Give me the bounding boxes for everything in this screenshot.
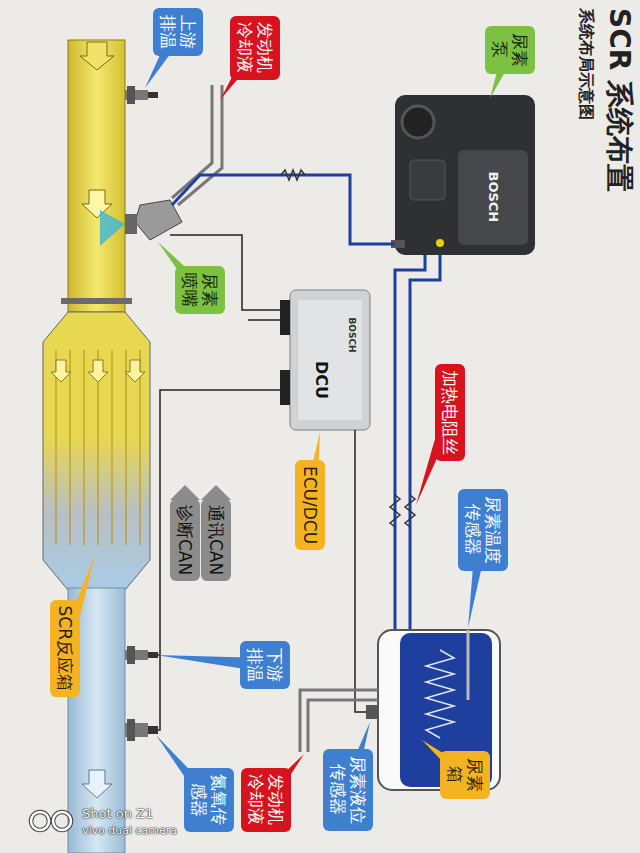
- heater-coil: [390, 495, 400, 527]
- diagram-title: SCR 系统布置: [602, 8, 636, 192]
- urea-spray: [100, 210, 125, 246]
- heater-coil: [405, 495, 415, 527]
- printed-label: BOSCH: [485, 172, 501, 223]
- callout-text: 诊断CAN: [175, 505, 195, 575]
- callout-text: ECU/DCU: [300, 466, 320, 544]
- signal-tag: 通讯CAN: [201, 499, 231, 581]
- callout-box: 发动机冷却液: [230, 16, 281, 81]
- watermark-text: vivo dual camera: [82, 824, 177, 837]
- callout-box: SCR反应箱: [50, 600, 80, 697]
- dcu-module: [280, 290, 370, 430]
- upstream-temp-sensor: [125, 86, 158, 104]
- pipe-flange: [61, 298, 132, 304]
- coolant-line: [300, 690, 378, 752]
- callout-text: 下游排温: [245, 647, 286, 683]
- callout-text: 加热电阻丝: [440, 370, 460, 455]
- callout-text: 尿素喷嘴: [180, 272, 221, 308]
- urea-pressure-line: [172, 175, 395, 244]
- callout-box: 上游排温: [153, 8, 204, 56]
- exhaust-pipe-upstream: [68, 40, 125, 312]
- watermark-text: Shot on Z1: [82, 806, 153, 822]
- callout-text: 发动机冷却液: [246, 774, 287, 827]
- callout-box: 氮氧传感器: [184, 768, 235, 833]
- watermark-ring: [31, 812, 49, 830]
- coolant-line: [308, 700, 378, 752]
- callout-box: ECU/DCU: [295, 460, 325, 550]
- watermark-ring: [53, 812, 71, 830]
- nox-sensor: [125, 719, 158, 741]
- printed-label: BOSCH: [347, 318, 358, 353]
- downstream-temp-sensor: [125, 646, 158, 664]
- flow-arrow: [80, 42, 114, 70]
- tag-arrow-tip: [170, 485, 200, 500]
- callout-box: 下游排温: [240, 641, 291, 689]
- heater-coil: [281, 170, 305, 180]
- callout-text: 尿素温度传感器: [463, 495, 504, 565]
- callout-box: 尿素温度传感器: [458, 489, 509, 571]
- callout-box: 尿素泵: [485, 26, 536, 74]
- coolant-line: [172, 85, 212, 198]
- urea-return-line: [395, 255, 425, 630]
- watermark-ring: [53, 812, 71, 830]
- callout-text: 尿素箱: [445, 757, 486, 793]
- urea-pump: [391, 95, 535, 255]
- callout-box: 加热电阻丝: [435, 364, 465, 461]
- watermark-ring: [31, 812, 49, 830]
- flow-arrow: [125, 360, 145, 382]
- scr-canister: [43, 312, 150, 590]
- callout-box: 尿素喷嘴: [175, 266, 226, 314]
- callout-box: 尿素箱: [440, 751, 491, 799]
- signal-wire: [158, 235, 366, 730]
- callout-text: 发动机冷却液: [235, 22, 276, 75]
- printed-label: 系统布局示意图: [577, 8, 596, 120]
- signal-tag: 诊断CAN: [170, 499, 200, 581]
- callout-box: 发动机冷却液: [241, 768, 292, 833]
- callout-box: 尿素液位传感器: [323, 749, 374, 831]
- catalyst-channels: [56, 350, 140, 545]
- callout-text: 通讯CAN: [206, 505, 226, 575]
- callout-text: 上游排温: [158, 14, 199, 50]
- flow-arrow: [51, 360, 71, 382]
- urea-nozzle: [135, 200, 182, 240]
- callout-text: 氮氧传感器: [189, 774, 230, 827]
- tag-arrow-tip: [201, 485, 231, 500]
- flow-arrow: [82, 190, 112, 218]
- flow-arrow: [88, 360, 108, 382]
- nozzle-mount: [125, 214, 137, 234]
- callout-text: SCR反应箱: [55, 606, 75, 691]
- flow-arrow: [82, 770, 112, 798]
- callout-text: 尿素液位传感器: [328, 755, 369, 825]
- printed-label: DCU: [312, 361, 331, 399]
- callout-text: 尿素泵: [490, 32, 531, 68]
